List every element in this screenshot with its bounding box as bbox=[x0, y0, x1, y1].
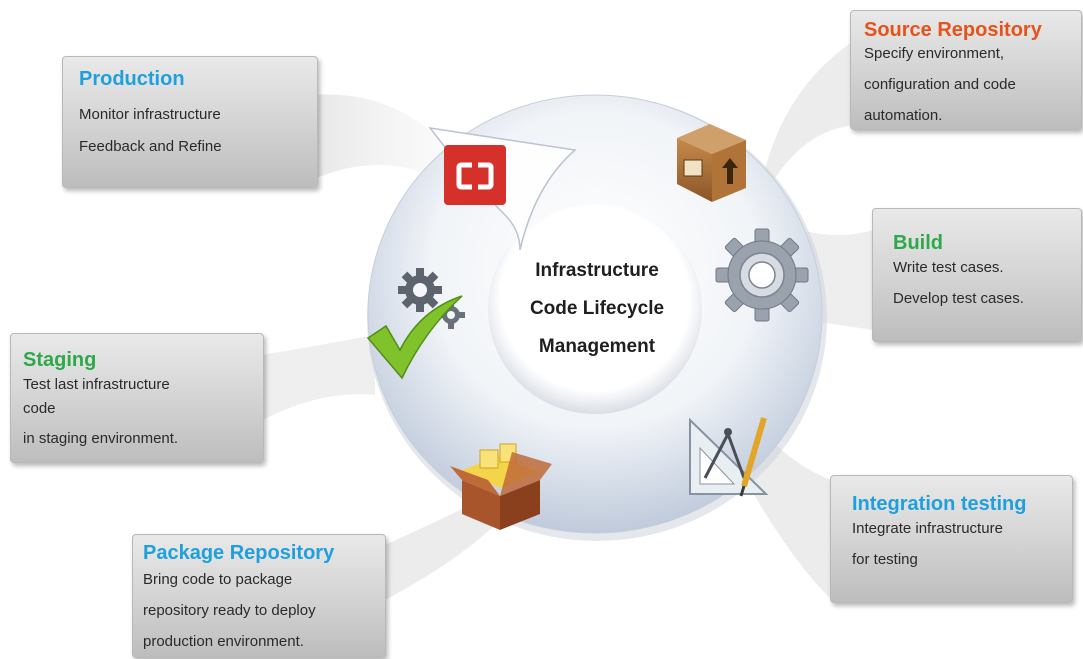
stage-line: Specify environment, bbox=[864, 45, 1005, 62]
stage-title-staging: Staging bbox=[23, 349, 97, 371]
stage-line: for testing bbox=[852, 551, 918, 568]
stage-line: configuration and code bbox=[864, 76, 1016, 93]
center-hole bbox=[488, 204, 702, 414]
center-title-line-1: Infrastructure bbox=[535, 260, 659, 281]
connector-source-repository bbox=[760, 40, 855, 195]
connector-integration bbox=[740, 430, 832, 600]
connector-swooshes bbox=[263, 40, 873, 600]
stage-line: code bbox=[23, 400, 56, 417]
stage-line: Test last infrastructure bbox=[23, 376, 170, 393]
stage-line: Develop test cases. bbox=[893, 290, 1024, 307]
connector-staging bbox=[263, 335, 375, 420]
gear-icon bbox=[715, 228, 809, 322]
openshift-logo-icon bbox=[444, 145, 506, 205]
stage-title-build: Build bbox=[893, 232, 943, 254]
center-title-line-2: Code Lifecycle bbox=[529, 298, 665, 319]
stage-line: Feedback and Refine bbox=[79, 138, 222, 155]
connector-package bbox=[385, 505, 500, 600]
stage-line: Bring code to package bbox=[143, 571, 293, 588]
stage-title-production: Production bbox=[79, 68, 185, 90]
open-box-icon bbox=[450, 443, 552, 530]
stage-card-source-repository: Source Repository Specify environment, c… bbox=[850, 10, 1082, 130]
stage-line: Monitor infrastructure bbox=[79, 106, 221, 123]
connector-production bbox=[312, 94, 440, 180]
drafting-tools-icon bbox=[689, 417, 769, 497]
stage-line: in staging environment. bbox=[23, 430, 179, 447]
stage-card-build: Build Write test cases. Develop test cas… bbox=[872, 208, 1082, 342]
package-crate-icon bbox=[677, 124, 746, 202]
stage-card-package-repository: Package Repository Bring code to package… bbox=[132, 534, 386, 658]
stage-line: Write test cases. bbox=[893, 259, 1004, 276]
stage-title-integration-testing: Integration testing bbox=[852, 493, 1027, 515]
stage-card-production: Production Monitor infrastructure Feedba… bbox=[62, 56, 318, 188]
gears-checkmark-icon bbox=[366, 268, 465, 380]
stage-line: automation. bbox=[864, 107, 943, 124]
stage-line: Integrate infrastructure bbox=[852, 520, 1003, 537]
stage-title-source-repository: Source Repository bbox=[864, 19, 1042, 41]
stage-line: production environment. bbox=[143, 633, 304, 650]
stage-line: repository ready to deploy bbox=[143, 602, 316, 619]
center-title-line-3: Management bbox=[538, 336, 656, 357]
stage-card-staging: Staging Test last infrastructure code in… bbox=[10, 333, 264, 463]
stage-title-package-repository: Package Repository bbox=[143, 542, 335, 564]
center-title: Infrastructure Code Lifecycle Management bbox=[497, 252, 697, 366]
stage-card-integration-testing: Integration testing Integrate infrastruc… bbox=[830, 475, 1073, 603]
